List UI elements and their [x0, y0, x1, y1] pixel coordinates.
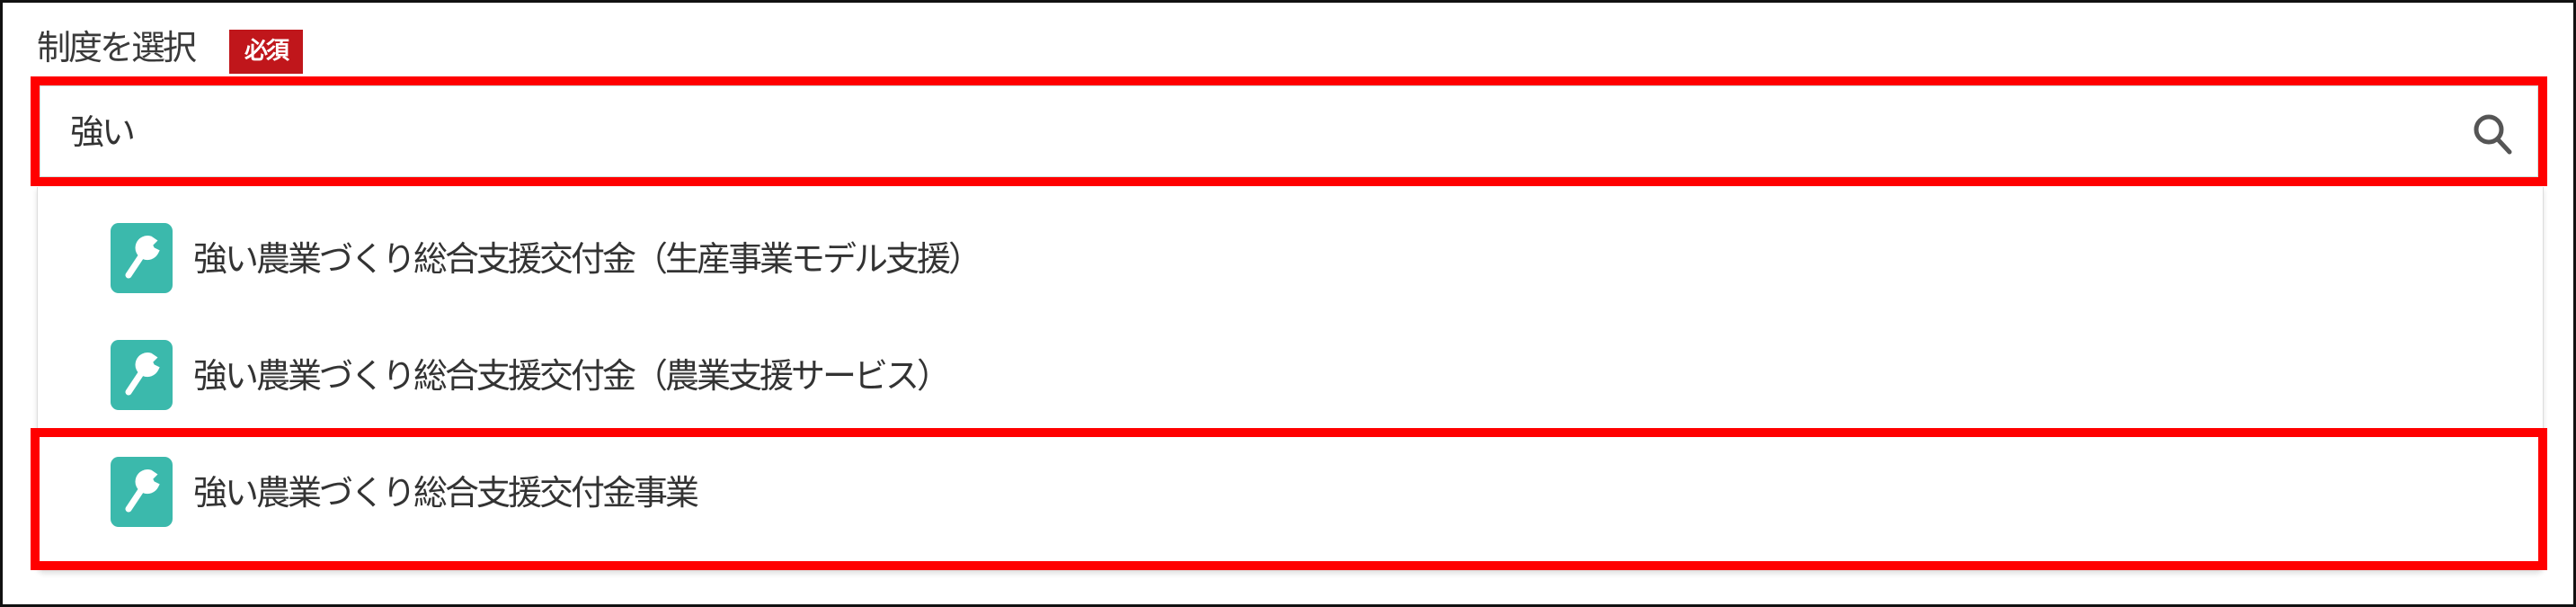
wrench-icon — [111, 457, 173, 527]
suggestion-label: 強い農業づくり総合支援交付金（農業支援サービス） — [193, 356, 951, 396]
suggestion-label: 強い農業づくり総合支援交付金事業 — [193, 473, 699, 513]
suggestion-item[interactable]: 強い農業づくり総合支援交付金（生産事業モデル支援） — [38, 204, 2543, 321]
search-input-value[interactable]: 強い — [70, 112, 136, 152]
suggestion-dropdown: 強い農業づくり総合支援交付金（生産事業モデル支援） 強い農業づくり総合支援交付金… — [37, 187, 2544, 571]
required-badge: 必須 — [229, 30, 303, 74]
field-label: 制度を選択 — [37, 28, 197, 67]
system-search-input[interactable]: 強い — [40, 85, 2538, 177]
wrench-icon — [111, 223, 173, 293]
suggestion-item[interactable]: 強い農業づくり総合支援交付金（農業支援サービス） — [38, 321, 2543, 438]
suggestion-item[interactable]: 強い農業づくり総合支援交付金事業 — [38, 438, 2543, 555]
wrench-icon — [111, 340, 173, 410]
suggestion-label: 強い農業づくり総合支援交付金（生産事業モデル支援） — [193, 239, 982, 279]
search-icon[interactable] — [2473, 112, 2514, 156]
